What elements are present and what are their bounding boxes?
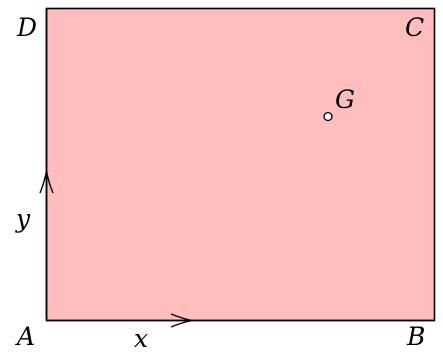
y-axis-arrowhead	[39, 170, 54, 194]
point-g-marker	[323, 111, 333, 122]
point-label-g: G	[335, 85, 355, 114]
vertex-label-b: B	[406, 322, 425, 351]
axis-label-x: x	[134, 324, 148, 352]
vertex-label-a: A	[15, 322, 35, 351]
vertex-label-d: D	[16, 13, 37, 42]
vertex-label-c: C	[405, 13, 424, 42]
rectangle-abcd	[45, 7, 436, 322]
x-axis-arrowhead	[170, 313, 193, 328]
axis-label-y: y	[15, 204, 31, 233]
